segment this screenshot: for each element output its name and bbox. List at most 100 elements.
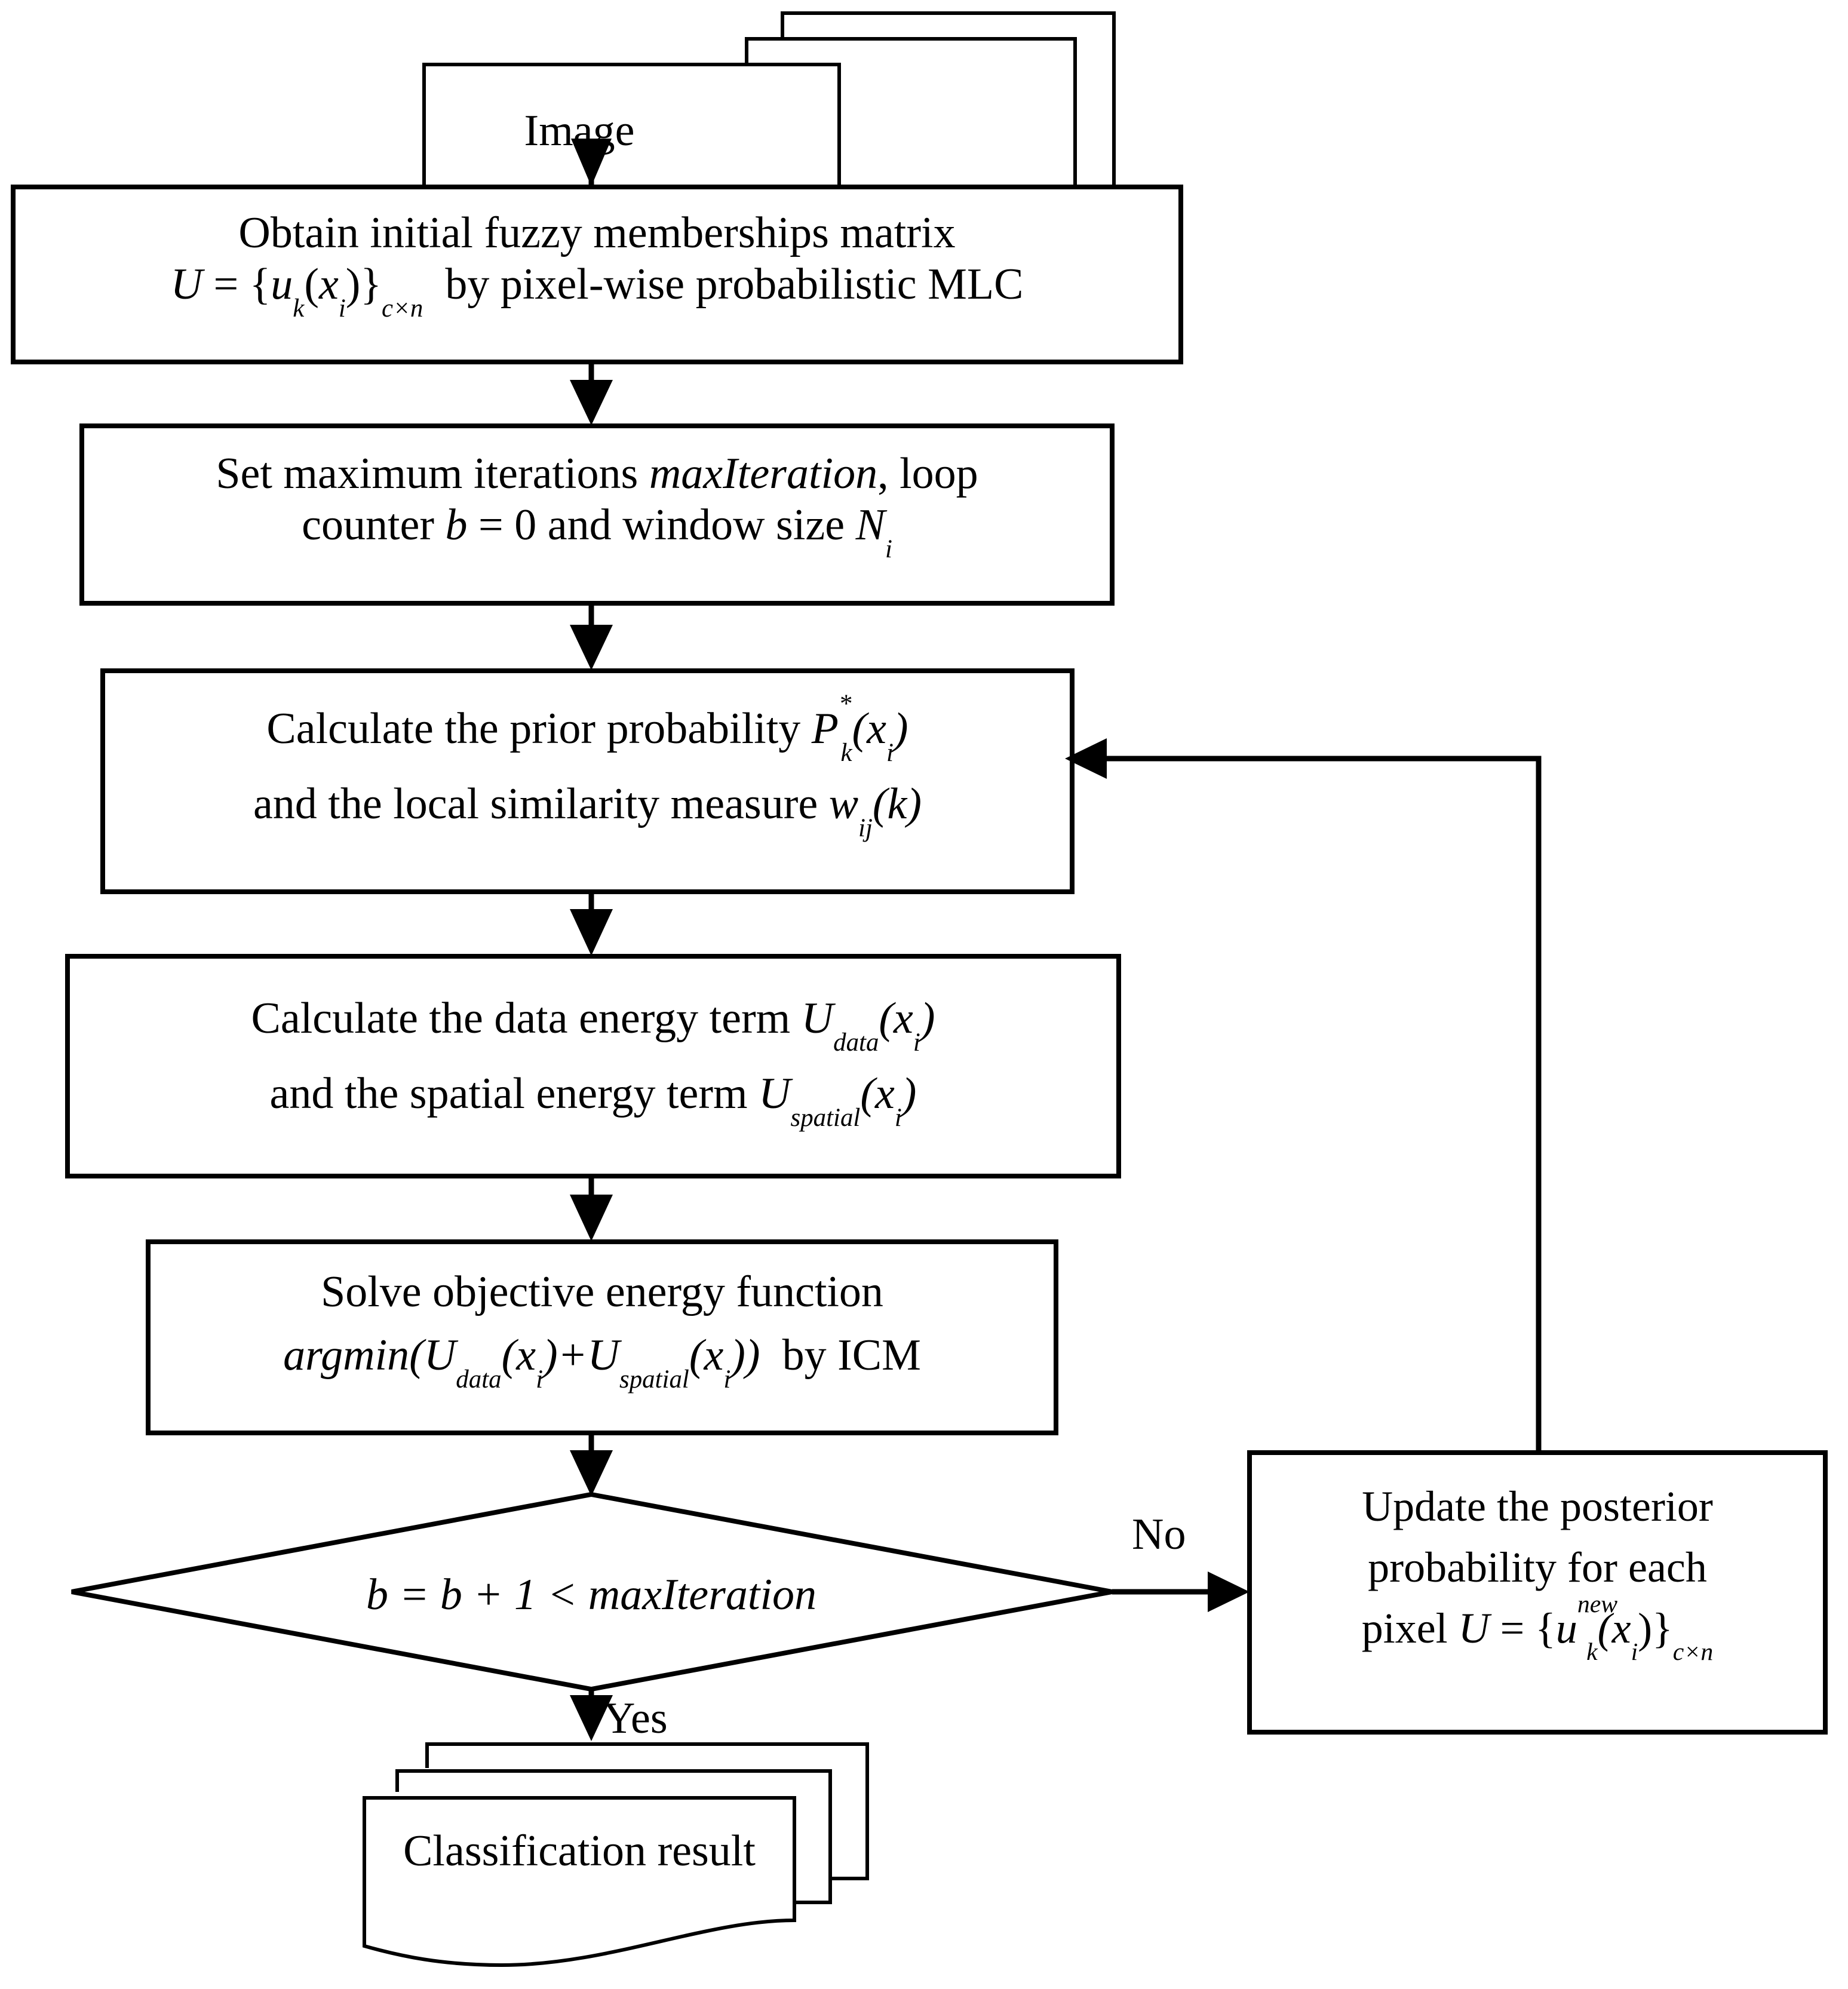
set-parameters-line1-a: Set maximum iterations <box>216 449 649 498</box>
data-energy-arg-sub: i <box>913 1029 920 1057</box>
energy-terms-line1-a: Calculate the data energy term <box>251 994 802 1043</box>
argmin-U-data-sub: data <box>456 1365 502 1394</box>
step-prior-probability-text: Calculate the prior probability P*k(xi) … <box>103 691 1072 841</box>
update-posterior-line2: probability for each <box>1368 1543 1707 1591</box>
spatial-energy-U-symbol: U <box>759 1069 791 1118</box>
argmin-plus-operator: + <box>557 1330 588 1380</box>
decision-iteration-text: b = b + 1 < maxIteration <box>191 1568 991 1623</box>
step-update-posterior-box <box>1247 1450 1828 1735</box>
update-u-arg: (x <box>1597 1604 1631 1652</box>
prior-P-arg-close: ) <box>893 704 908 753</box>
similarity-w-sub: ij <box>858 814 873 843</box>
prior-probability-line1-a: Calculate the prior probability <box>266 704 812 753</box>
step-set-parameters-box <box>79 423 1115 606</box>
edge-label-yes: Yes <box>603 1694 668 1743</box>
update-u-sub-k: k <box>1586 1638 1598 1666</box>
decision-condition: b = b + 1 < maxIteration <box>191 1571 991 1619</box>
edge-decision-no <box>1112 1571 1250 1612</box>
energy-terms-line2-a: and the spatial energy term <box>269 1069 759 1118</box>
decision-maxiteration: maxIteration <box>588 1570 817 1619</box>
step-energy-terms-box <box>65 954 1121 1178</box>
step-initial-membership-text: Obtain initial fuzzy memberships matrix … <box>13 206 1181 321</box>
data-energy-U-sub: data <box>833 1029 879 1057</box>
update-U-eq: = { <box>1489 1604 1556 1652</box>
set-parameters-line2-c: and window size <box>536 500 856 550</box>
window-size-symbol: N <box>855 500 885 550</box>
step-initial-membership-box <box>11 185 1183 364</box>
argmin-U-spatial-arg-sub: i <box>723 1365 731 1394</box>
spatial-energy-U-sub: spatial <box>790 1104 861 1132</box>
x-symbol: x <box>318 259 339 309</box>
edge-energy-to-solve <box>570 1176 613 1241</box>
data-energy-arg: (x <box>879 994 913 1043</box>
window-size-sub: i <box>885 535 892 564</box>
step-set-parameters-text: Set maximum iterations maxIteration, loo… <box>82 447 1112 562</box>
step-energy-terms-text: Calculate the data energy term Udata(xi)… <box>67 992 1119 1131</box>
u-paren-open: ( <box>304 259 319 309</box>
set-parameters-line2-a: counter <box>302 500 446 550</box>
energy-terms-line2: and the spatial energy term Uspatial(xi) <box>67 1069 1119 1131</box>
argmin-U-spatial: U <box>587 1330 620 1380</box>
step-update-posterior-text: Update the posterior probability for eac… <box>1250 1480 1825 1665</box>
edge-initial-to-params <box>570 362 613 425</box>
prior-P-star: * <box>839 689 852 718</box>
spatial-energy-arg-close: ) <box>901 1069 917 1118</box>
data-energy-arg-close: ) <box>920 994 935 1043</box>
u-matrix-symbol: U <box>170 259 203 309</box>
decision-plus-one: + 1 < <box>462 1570 588 1619</box>
update-U-symbol: U <box>1458 1604 1490 1652</box>
argmin-U-data-arg: (x <box>501 1330 536 1380</box>
update-posterior-line3: pixel U = {unewk(xi)}c×n <box>1250 1592 1825 1665</box>
u-paren-close: )} <box>345 259 382 309</box>
output-document-line2: result <box>657 1827 756 1876</box>
prior-P-arg: (x <box>852 704 887 753</box>
output-document-text: Classification result <box>364 1827 794 1876</box>
argmin-keyword: argmin <box>283 1330 410 1380</box>
argmin-U-spatial-arg-close: )) <box>730 1330 760 1380</box>
prior-probability-line2: and the local similarity measure wij(k) <box>103 779 1072 841</box>
initial-membership-line2-tail: by pixel-wise probabilistic MLC <box>445 259 1024 309</box>
decision-b-left: b <box>366 1570 388 1619</box>
step-prior-probability-box <box>100 668 1075 894</box>
initial-membership-line2: U = {uk(xi)}c×n by pixel-wise probabilis… <box>13 259 1181 321</box>
similarity-w-symbol: w <box>828 779 859 828</box>
argmin-U-data-arg-sub: i <box>536 1365 543 1394</box>
prior-P-sub: k <box>840 739 852 768</box>
step-solve-energy-text: Solve objective energy function argmin(U… <box>148 1265 1056 1392</box>
u-symbol: u <box>271 259 293 309</box>
update-u-arg-sub: i <box>1631 1638 1638 1666</box>
spatial-energy-arg-sub: i <box>894 1104 902 1132</box>
step-solve-energy-box <box>146 1239 1058 1435</box>
edge-decision-yes <box>570 1689 613 1741</box>
x-symbol-sub: i <box>338 294 346 323</box>
input-document-label-wrap: Image <box>364 106 794 155</box>
data-energy-U-symbol: U <box>801 994 834 1043</box>
initial-membership-line1: Obtain initial fuzzy memberships matrix <box>238 208 956 257</box>
edge-label-no: No <box>1132 1510 1186 1559</box>
edge-solve-to-decision <box>570 1433 613 1496</box>
spatial-energy-arg: (x <box>860 1069 895 1118</box>
argmin-U-data-arg-close: ) <box>542 1330 558 1380</box>
update-u-sup-new: new <box>1577 1590 1618 1618</box>
matrix-size-sub: c×n <box>381 294 423 323</box>
update-matrix-size-sub: c×n <box>1672 1638 1714 1666</box>
solve-energy-line1: Solve objective energy function <box>321 1267 883 1316</box>
edge-prior-to-energy <box>570 892 613 956</box>
u-symbol-sub: k <box>293 294 305 323</box>
similarity-w-arg: (k) <box>872 779 922 828</box>
edge-update-to-prior-feedback <box>1065 738 1542 1453</box>
maxiteration-symbol: maxIteration <box>649 449 878 498</box>
u-matrix-eq: = { <box>202 259 271 309</box>
loop-counter-value: = 0 <box>467 500 537 550</box>
output-document-line1: Classification <box>403 1827 647 1876</box>
update-u-arg-close: )} <box>1638 1604 1673 1652</box>
input-document-label: Image <box>524 106 635 155</box>
set-parameters-line2: counter b = 0 and window size Ni <box>82 500 1112 562</box>
solve-energy-by-icm: by ICM <box>782 1330 921 1380</box>
argmin-U-data: U <box>423 1330 456 1380</box>
update-posterior-line1: Update the posterior <box>1362 1482 1713 1530</box>
output-document-shape <box>363 1742 869 1967</box>
argmin-U-spatial-sub: spatial <box>619 1365 689 1394</box>
energy-terms-line1: Calculate the data energy term Udata(xi) <box>67 994 1119 1055</box>
